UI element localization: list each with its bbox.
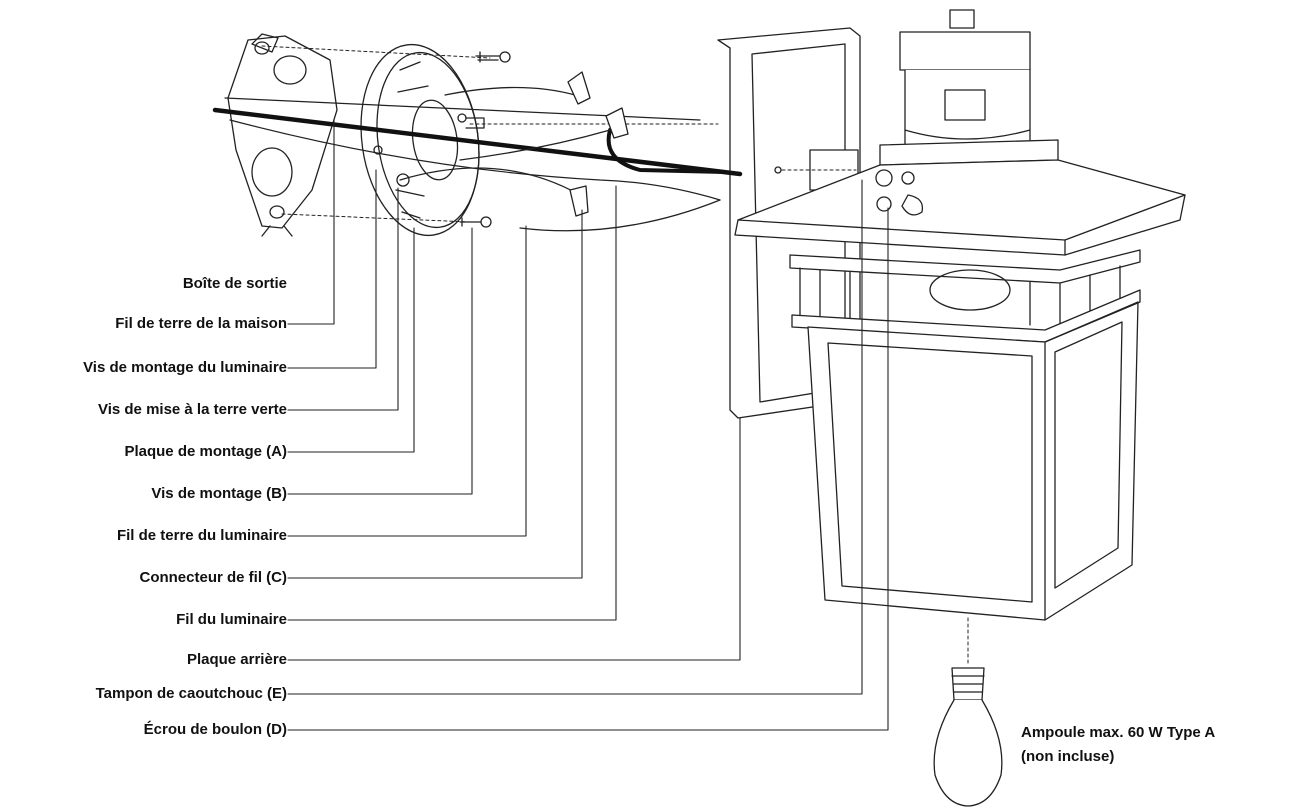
label-bolt-nut-d: Écrou de boulon (D) (143, 721, 287, 738)
bulb-note-line1: Ampoule max. 60 W Type A (1021, 724, 1216, 741)
label-house-ground-wire: Fil de terre de la maison (115, 315, 287, 332)
label-backplate: Plaque arrière (186, 651, 287, 668)
wire-connectors (567, 71, 629, 217)
label-wire-connector-c: Connecteur de fil (C) (139, 569, 287, 586)
label-green-ground-screw: Vis de mise à la terre verte (97, 401, 287, 418)
label-rubber-pad-e: Tampon de caoutchouc (E) (95, 685, 287, 702)
label-mounting-screw-b: Vis de montage (B) (151, 485, 287, 502)
label-mounting-plate-a: Plaque de montage (A) (124, 443, 287, 460)
bulb-note-line2: (non incluse) (1021, 748, 1115, 765)
outlet-box (227, 33, 338, 237)
lantern-shape (734, 9, 1186, 621)
mounting-plate (360, 43, 480, 237)
leader-lines (287, 119, 889, 731)
label-fixture-mounting-screw: Vis de montage du luminaire (83, 359, 287, 376)
label-fixture-ground-wire: Fil de terre du luminaire (116, 527, 287, 544)
screws (459, 51, 511, 228)
light-bulb (933, 667, 1003, 807)
label-outlet-box: Boîte de sortie (182, 275, 287, 292)
label-fixture-wire: Fil du luminaire (176, 611, 287, 628)
